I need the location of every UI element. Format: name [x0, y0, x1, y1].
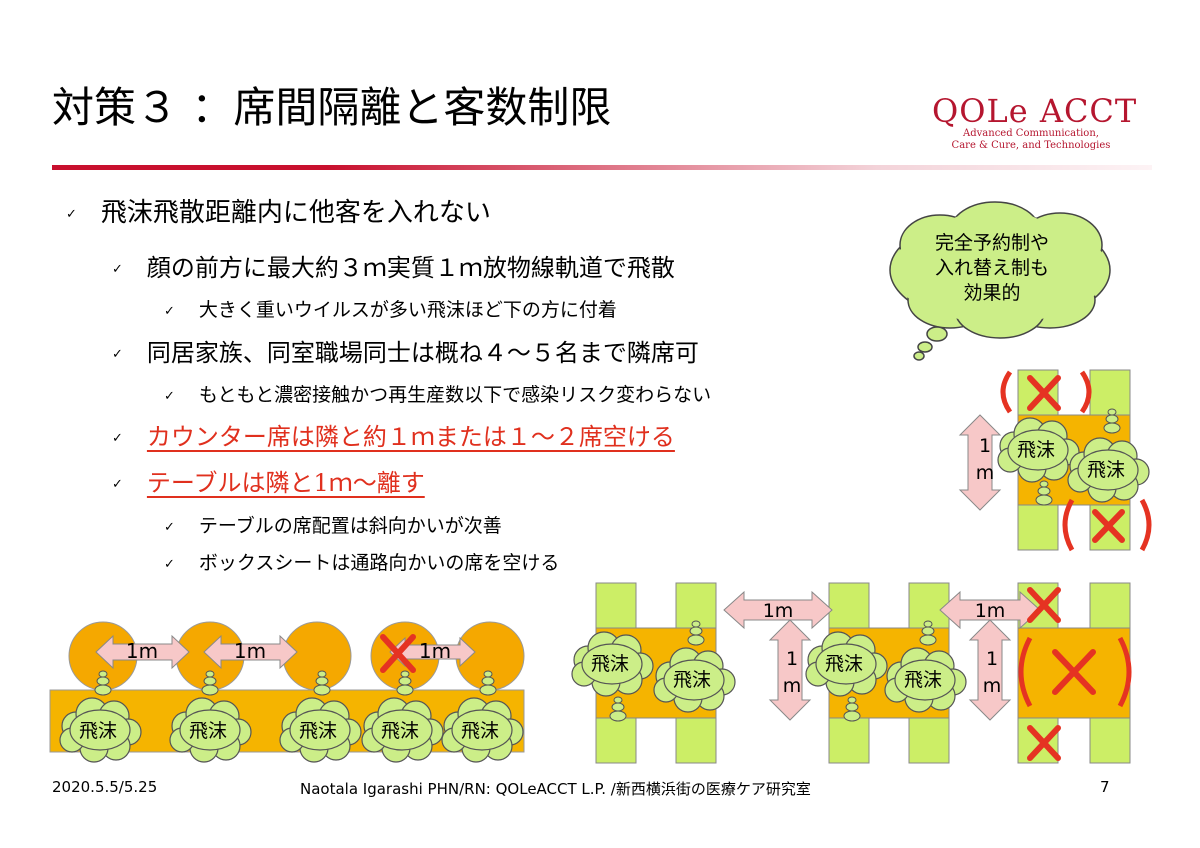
logo-text: QOLe ACCT: [932, 92, 1138, 130]
bullet-text: 飛沫飛散距離内に他客を入れない: [100, 198, 491, 228]
distance-label: 1m: [419, 639, 451, 663]
distance-label-v: m: [983, 675, 1002, 697]
bullet-text: もともと濃密接触かつ再生産数以下で感染リスク変わらない: [198, 384, 712, 406]
droplet-label: 飛沫: [673, 669, 711, 691]
distance-label-v: m: [783, 675, 802, 697]
callout-text-line3: 効果的: [963, 282, 1020, 304]
page-number: 7: [1100, 778, 1110, 796]
bullet-text: 同居家族、同室職場同士は概ね４～５名まで隣席可: [146, 339, 699, 367]
bullet-level2: ✓ 顔の前方に最大約３ｍ実質１ｍ放物線軌道で飛散: [112, 248, 675, 283]
distance-label-v: 1: [986, 648, 998, 670]
bullet-text: テーブルの席配置は斜向かいが次善: [198, 515, 502, 537]
bullet-level3: ✓ 大きく重いウイルスが多い飛沫ほど下の方に付着: [164, 295, 617, 322]
distance-label-v: 1: [979, 435, 991, 457]
distance-label: 1m: [234, 639, 266, 663]
table-diagram: 1m 1m 1 m 1 m 1 m 飛沫 飛沫 飛沫 飛沫 飛沫 飛沫: [571, 369, 1152, 764]
checkmark-icon: ✓: [164, 303, 175, 319]
droplet-label: 飛沫: [381, 720, 419, 742]
callout-text-line2: 入れ替え制も: [935, 257, 1049, 279]
logo-subtitle-line1: Advanced Communication,: [963, 128, 1099, 139]
bullet-level2: ✓ 同居家族、同室職場同士は概ね４～５名まで隣席可: [112, 333, 699, 368]
droplet-label: 飛沫: [189, 720, 227, 742]
bullet-level2-highlight: ✓ テーブルは隣と1ｍ～離す: [112, 463, 425, 498]
distance-label: 1m: [763, 600, 794, 622]
logo-subtitle-line2: Care & Cure, and Technologies: [951, 140, 1111, 151]
callout-text-line1: 完全予約制や: [935, 232, 1049, 254]
bracket-icon: [1000, 370, 1152, 708]
distance-label-v: m: [976, 462, 995, 484]
bullet-level3: ✓ テーブルの席配置は斜向かいが次善: [164, 511, 502, 538]
bullet-level3: ✓ もともと濃密接触かつ再生産数以下で感染リスク変わらない: [164, 380, 711, 407]
footer-date: 2020.5.5/5.25: [52, 778, 158, 796]
droplet-label: 飛沫: [461, 720, 499, 742]
bullet-text: カウンター席は隣と約１ｍまたは１～２席空ける: [146, 423, 675, 451]
callout-bubble: 完全予約制や 入れ替え制も 効果的: [889, 201, 1111, 361]
cross-icon: [1027, 375, 1125, 761]
slide-title: 対策３ ：席間隔離と客数制限: [52, 83, 612, 132]
bullet-level2-highlight: ✓ カウンター席は隣と約１ｍまたは１～２席空ける: [112, 417, 675, 452]
cross-icon: [380, 634, 416, 673]
droplet-label: 飛沫: [299, 720, 337, 742]
bullet-text: 顔の前方に最大約３ｍ実質１ｍ放物線軌道で飛散: [146, 254, 675, 282]
droplet-label: 飛沫: [1017, 439, 1055, 461]
bullet-level3: ✓ ボックスシートは通路向かいの席を空ける: [164, 548, 559, 575]
distance-label: 1m: [126, 639, 158, 663]
distance-label: 1m: [975, 600, 1006, 622]
counter-diagram: 1m 1m 1m 飛沫 飛沫 飛沫 飛沫 飛沫: [49, 621, 525, 763]
logo-subtitle: Advanced Communication, Care & Cure, and…: [936, 128, 1126, 152]
bullet-text: テーブルは隣と1ｍ～離す: [146, 469, 425, 497]
footer-credit: Naotala Igarashi PHN/RN: QOLeACCT L.P. /…: [300, 780, 811, 798]
checkmark-icon: ✓: [164, 556, 175, 572]
checkmark-icon: ✓: [112, 477, 123, 492]
bullet-level1: ✓ 飛沫飛散距離内に他客を入れない: [66, 192, 491, 229]
checkmark-icon: ✓: [66, 206, 77, 222]
checkmark-icon: ✓: [112, 431, 123, 446]
checkmark-icon: ✓: [164, 519, 175, 535]
distance-label-v: 1: [786, 648, 798, 670]
bullet-text: 大きく重いウイルスが多い飛沫ほど下の方に付着: [198, 299, 617, 321]
checkmark-icon: ✓: [112, 347, 123, 362]
droplet-label: 飛沫: [79, 720, 117, 742]
droplet-label: 飛沫: [1087, 459, 1125, 481]
checkmark-icon: ✓: [112, 262, 123, 277]
droplet-label: 飛沫: [825, 653, 863, 675]
droplet-label: 飛沫: [591, 653, 629, 675]
checkmark-icon: ✓: [164, 388, 175, 404]
bullet-text: ボックスシートは通路向かいの席を空ける: [198, 552, 560, 574]
droplet-label: 飛沫: [904, 669, 942, 691]
title-rule: [52, 165, 1152, 170]
